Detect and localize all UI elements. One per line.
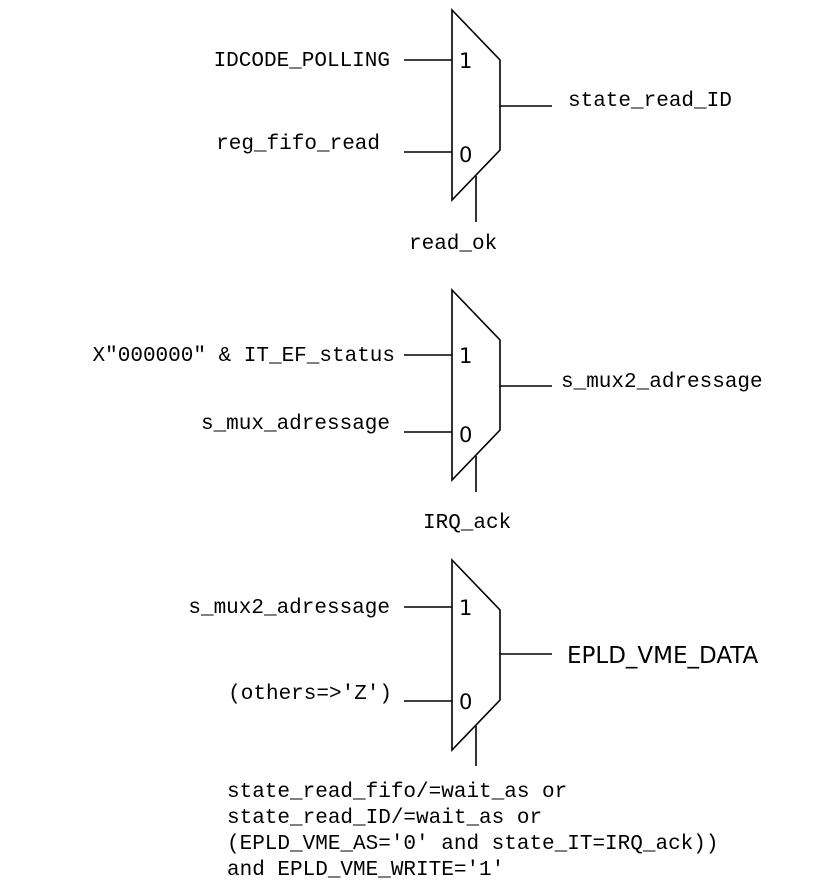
mux-2-select-label: IRQ_ack [423,512,511,535]
mux-2-pin-0: 0 [459,423,472,447]
mux-3-select-label-line-2: state_read_ID/=wait_as or [227,807,542,830]
mux-2-body [451,288,501,482]
mux-1-output-label: state_read_ID [568,90,732,113]
mux-3-output-label: EPLD_VME_DATA [567,643,759,669]
mux-2-pin-1: 1 [459,344,472,368]
mux-3-input-1-label: s_mux2_adressage [188,597,390,620]
mux-1-pin-0: 0 [459,143,472,167]
mux-2-output-label: s_mux2_adressage [561,371,763,394]
mux-2-input-1-label: X"000000" & IT_EF_status [93,345,395,368]
mux-3: 1 0 s_mux2_adressage (others=>'Z') EPLD_… [188,558,759,882]
mux-3-input-0-label: (others=>'Z') [228,683,392,706]
mux-2: 1 0 X"000000" & IT_EF_status s_mux_adres… [93,288,763,535]
mux-1-pin-1: 1 [459,49,472,73]
mux-3-select-label-line-4: and EPLD_VME_WRITE='1' [227,859,504,882]
mux-1-body [451,8,501,202]
mux-3-pin-0: 0 [459,690,472,714]
mux-3-pin-1: 1 [459,596,472,620]
mux-3-body [451,558,501,752]
mux-1-input-0-label: reg_fifo_read [216,133,380,156]
mux-3-select-label-line-1: state_read_fifo/=wait_as or [227,781,567,804]
mux-2-input-0-label: s_mux_adressage [201,413,390,436]
mux-1-input-1-label: IDCODE_POLLING [214,50,390,73]
mux-1: 1 0 IDCODE_POLLING reg_fifo_read state_r… [214,8,732,256]
mux-1-select-label: read_ok [409,233,497,256]
mux-3-select-label-line-3: (EPLD_VME_AS='0' and state_IT=IRQ_ack)) [227,833,718,856]
